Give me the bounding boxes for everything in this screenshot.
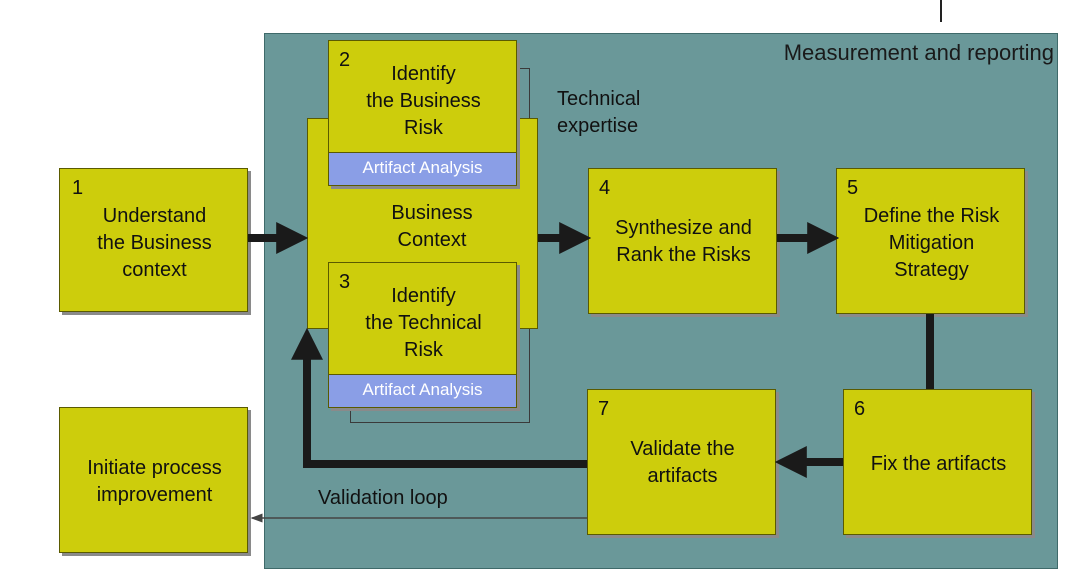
improvement-box[interactable]: Initiate process improvement [59, 407, 248, 553]
step-3-artifact-analysis: Artifact Analysis [329, 374, 516, 407]
step-6-label: Fix the artifacts [870, 453, 1007, 475]
step-6-box[interactable]: 6 Fix the artifacts [843, 389, 1032, 535]
corner-mark [940, 0, 942, 22]
step-2-artifact-analysis: Artifact Analysis [329, 152, 516, 185]
step-5-number: 5 [847, 177, 859, 199]
step-3-label: Identify the Technical Risk [365, 285, 482, 361]
step-2-label: Identify the Business Risk [366, 63, 481, 139]
business-context-label: Business Context [391, 202, 473, 251]
step-2-number: 2 [339, 49, 351, 71]
step-7-number: 7 [598, 398, 610, 420]
validation-loop-label: Validation loop [318, 487, 448, 509]
step-7-label: Validate the artifacts [630, 438, 735, 487]
step-5-box[interactable]: 5 Define the Risk Mitigation Strategy [836, 168, 1025, 314]
step-3-number: 3 [339, 271, 351, 293]
step-1-box[interactable]: 1 Understand the Business context [59, 168, 248, 312]
panel-title: Measurement and reporting [783, 40, 1054, 65]
step-5-label: Define the Risk Mitigation Strategy [863, 205, 1000, 281]
step-4-box[interactable]: 4 Synthesize and Rank the Risks [588, 168, 777, 314]
step-6-number: 6 [854, 398, 866, 420]
technical-expertise-note: Technical expertise [557, 88, 641, 137]
step-3-box[interactable]: 3 Identify the Technical Risk Artifact A… [328, 262, 517, 408]
step-4-number: 4 [599, 177, 611, 199]
step-2-box[interactable]: 2 Identify the Business Risk Artifact An… [328, 40, 517, 186]
step-1-label: Understand the Business context [97, 205, 212, 281]
improvement-label: Initiate process improvement [87, 457, 222, 506]
step-4-label: Synthesize and Rank the Risks [615, 217, 752, 266]
arrow-7-to-context [291, 327, 587, 468]
step-1-number: 1 [72, 177, 84, 199]
